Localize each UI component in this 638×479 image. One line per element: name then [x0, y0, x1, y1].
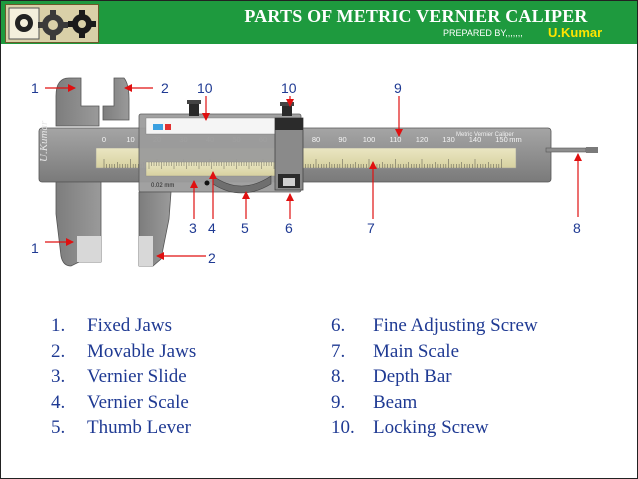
vernier-screw-dot — [204, 180, 210, 186]
fixed-jaw-bottom — [55, 181, 102, 267]
callout-main-scale: 7 — [367, 220, 375, 236]
callout-movable-jaw-bottom: 2 — [208, 250, 216, 266]
legend-label: Thumb Lever — [87, 417, 191, 438]
thumb-lever — [212, 175, 272, 194]
main-scale-label: 80 — [312, 135, 320, 144]
caliper-brand: U.Kumar — [38, 120, 50, 162]
main-scale-label: 10 — [126, 135, 134, 144]
vernier-scale-ticks — [148, 162, 275, 169]
legend-num: 1. — [51, 315, 66, 336]
fine-adjusting-block — [274, 117, 304, 191]
legend-item: 10. Locking Screw — [331, 417, 621, 443]
legend-num: 2. — [51, 340, 66, 362]
callout-depth-bar: 8 — [573, 220, 581, 236]
main-scale-label: 0 — [102, 135, 106, 144]
caliper-label: Metric Vernier Caliper — [456, 132, 514, 138]
callout-vernier-slide: 3 — [189, 220, 197, 236]
legend-left: 1. Fixed Jaws 2. Movable Jaws 3. Vernier… — [51, 315, 311, 443]
legend-label: Fixed Jaws — [87, 315, 172, 336]
callout-fixed-jaw-bottom: 1 — [31, 240, 39, 256]
legend-item: 4. Vernier Scale — [51, 392, 311, 418]
legend-num: 3. — [51, 366, 66, 387]
main-scale-label: mm — [509, 135, 522, 144]
caliper-diagram: 0102030405060708090100110120130140150mm … — [1, 44, 637, 306]
legend-num: 4. — [51, 391, 66, 413]
legend-label: Main Scale — [373, 340, 460, 362]
legend-label: Depth Bar — [373, 366, 452, 387]
movable-jaw-top — [102, 77, 130, 121]
legend-item: 3. Vernier Slide — [51, 366, 311, 392]
movable-jaw-bottom — [138, 191, 172, 267]
legend-item: 1. Fixed Jaws — [51, 315, 311, 341]
main-scale-label: 130 — [442, 135, 455, 144]
legend-label: Beam — [373, 391, 418, 413]
page-title: PARTS OF METRIC VERNIER CALIPER — [244, 6, 588, 26]
callout-fixed-jaw-top: 1 — [31, 80, 39, 96]
legend-num: 9. — [331, 391, 346, 413]
main-scale-label: 110 — [390, 135, 402, 144]
legend-label: Vernier Slide — [87, 366, 187, 387]
legend-label: Fine Adjusting Screw — [373, 315, 538, 336]
legend-label: Vernier Scale — [87, 391, 189, 413]
gears-logo-icon — [5, 4, 99, 43]
callout-movable-jaw-top: 2 — [161, 80, 169, 96]
callout-arrows — [45, 84, 582, 260]
legend-item: 7. Main Scale — [331, 341, 621, 367]
callout-locking-screw-1: 10 — [197, 80, 213, 96]
main-scale-label: 90 — [338, 135, 346, 144]
header-bar: PARTS OF METRIC VERNIER CALIPER PREPARED… — [1, 1, 637, 44]
legend-label: Locking Screw — [373, 417, 489, 438]
main-scale-label: 120 — [416, 135, 429, 144]
main-scale-label: 140 — [469, 135, 482, 144]
author-name: U.Kumar — [548, 25, 603, 40]
legend-item: 2. Movable Jaws — [51, 341, 311, 367]
locking-screw-1 — [187, 100, 201, 116]
legend-label: Movable Jaws — [87, 340, 197, 362]
vernier-label: 0.02 mm — [151, 183, 174, 189]
legend-num: 8. — [331, 366, 346, 387]
legend-right: 6. Fine Adjusting Screw 7. Main Scale 8.… — [331, 315, 621, 443]
prepared-by-label: PREPARED BY,,,,,,, — [443, 28, 523, 38]
callout-vernier-scale: 4 — [208, 220, 216, 236]
callout-fine-adjusting: 6 — [285, 220, 293, 236]
callout-thumb-lever: 5 — [241, 220, 249, 236]
main-scale-label: 100 — [363, 135, 376, 144]
fixed-jaw-top — [55, 77, 100, 127]
legend-num: 7. — [331, 340, 346, 362]
vernier-slide — [138, 113, 302, 193]
legend-num: 5. — [51, 417, 66, 438]
legend-num: 10. — [331, 417, 355, 438]
main-scale-label: 150 — [495, 135, 508, 144]
legend-num: 6. — [331, 315, 346, 336]
locking-screw-2 — [280, 102, 294, 116]
legend-item: 8. Depth Bar — [331, 366, 621, 392]
callout-beam: 9 — [394, 80, 402, 96]
legend-item: 9. Beam — [331, 392, 621, 418]
callout-locking-screw-2: 10 — [281, 80, 297, 96]
legend-item: 6. Fine Adjusting Screw — [331, 315, 621, 341]
legend-item: 5. Thumb Lever — [51, 417, 311, 443]
